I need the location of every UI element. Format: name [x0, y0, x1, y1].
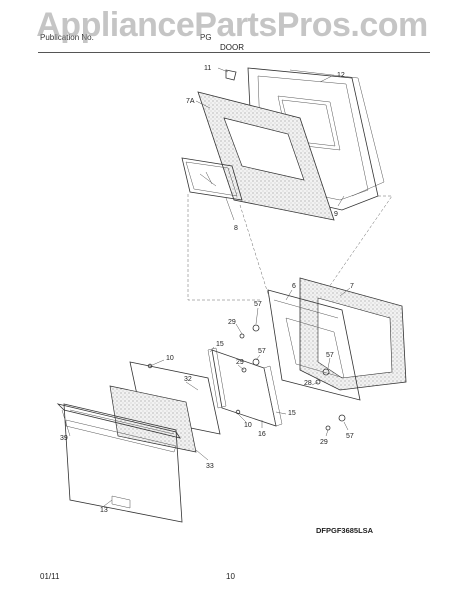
- publication-label: Publication No.: [40, 33, 94, 42]
- diagram-code: DFPGF3685LSA: [316, 526, 374, 535]
- callout-9: 9: [334, 211, 338, 218]
- part-16-inner-glass: [211, 349, 277, 427]
- callout-7: 7: [350, 283, 354, 290]
- callout-29-a: 29: [228, 319, 236, 326]
- callout-33: 33: [206, 463, 214, 470]
- callout-11: 11: [204, 65, 211, 72]
- callout-6: 6: [292, 283, 296, 290]
- callout-10-a: 10: [166, 355, 174, 362]
- footer-date: 01/11: [40, 572, 60, 581]
- header-divider: [38, 52, 430, 53]
- callout-29-c: 29: [320, 439, 328, 446]
- callout-57-d: 57: [346, 433, 354, 440]
- part-13-outer-door: [63, 403, 183, 523]
- part-11-clip: [225, 69, 237, 81]
- callout-29-b: 29: [236, 359, 244, 366]
- part-8-vent-panel: [181, 157, 243, 201]
- fasteners: [147, 324, 346, 431]
- callout-12: 12: [337, 72, 345, 79]
- callouts: 11 12 7A 8 9 6 7 57 29 57 29 57 28 15 10…: [60, 65, 354, 514]
- callout-16: 16: [258, 431, 266, 438]
- callout-13: 13: [100, 507, 108, 514]
- callout-32: 32: [184, 376, 192, 383]
- callout-8: 8: [234, 225, 238, 232]
- callout-57-c: 57: [326, 352, 334, 359]
- callout-57-b: 57: [258, 348, 266, 355]
- part-6-inner-liner: [267, 289, 361, 401]
- callout-28: 28: [304, 380, 312, 387]
- callout-39: 39: [60, 435, 68, 442]
- footer-page-number: 10: [226, 572, 235, 581]
- header-model-label: PG: [200, 33, 212, 42]
- leader-lines: [61, 67, 351, 507]
- part-7a-window: [223, 117, 305, 181]
- upper-door-assembly: [181, 67, 385, 221]
- callout-15-b: 15: [288, 410, 296, 417]
- part-39-door-handle: [56, 403, 181, 439]
- lower-door-assembly: [56, 277, 407, 523]
- section-title: DOOR: [220, 43, 244, 52]
- callout-15-a: 15: [216, 341, 224, 348]
- watermark-logo: AppliancePartsPros.com: [36, 6, 428, 44]
- callout-57-a: 57: [254, 301, 262, 308]
- callout-10-b: 10: [244, 422, 252, 429]
- callout-7a: 7A: [186, 98, 195, 105]
